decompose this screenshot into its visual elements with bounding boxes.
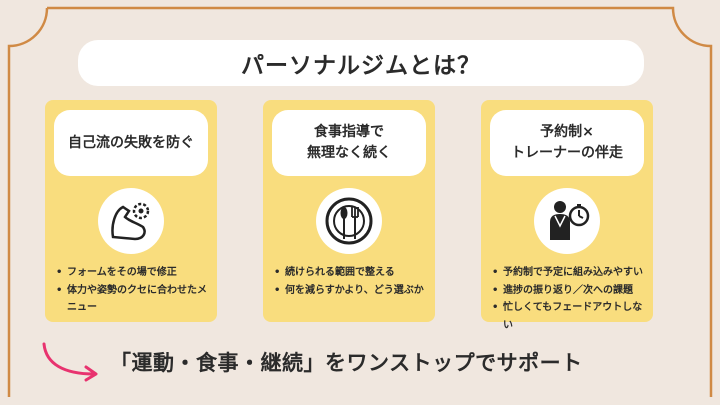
bullet-item: 進捗の振り返り／次への課題	[491, 282, 649, 300]
bullet-item: 続けられる範囲で整える	[273, 264, 431, 282]
curved-arrow-icon	[42, 342, 98, 382]
card-heading: 食事指導で無理なく続く	[272, 110, 426, 176]
card-heading: 自己流の失敗を防ぐ	[54, 110, 208, 176]
card-heading: 予約制×トレーナーの伴走	[490, 110, 644, 176]
plate-fork-spoon-icon	[316, 188, 382, 254]
bullet-item: 忙しくてもフェードアウトしない	[491, 299, 649, 334]
bullet-item: 体力や姿勢のクセに合わせたメニュー	[55, 282, 213, 317]
card-reservation-trainer: 予約制×トレーナーの伴走 予約制で予定に組み込みやすい 進捗の振り返り／次への課…	[481, 100, 653, 331]
page-title: パーソナルジムとは？	[78, 40, 644, 86]
bullet-item: 何を減らすかより、どう選ぶか	[273, 282, 431, 300]
card-self-training: 自己流の失敗を防ぐ フォームをその場で修正 体力や姿勢のクセに合わせたメニュー	[45, 100, 217, 322]
muscle-gear-icon	[98, 188, 164, 254]
trainer-stopwatch-icon	[534, 188, 600, 254]
tagline: 「運動・食事・継続」をワンストップでサポート	[110, 351, 583, 375]
bullet-item: フォームをその場で修正	[55, 264, 213, 282]
bullet-item: 予約制で予定に組み込みやすい	[491, 264, 649, 282]
